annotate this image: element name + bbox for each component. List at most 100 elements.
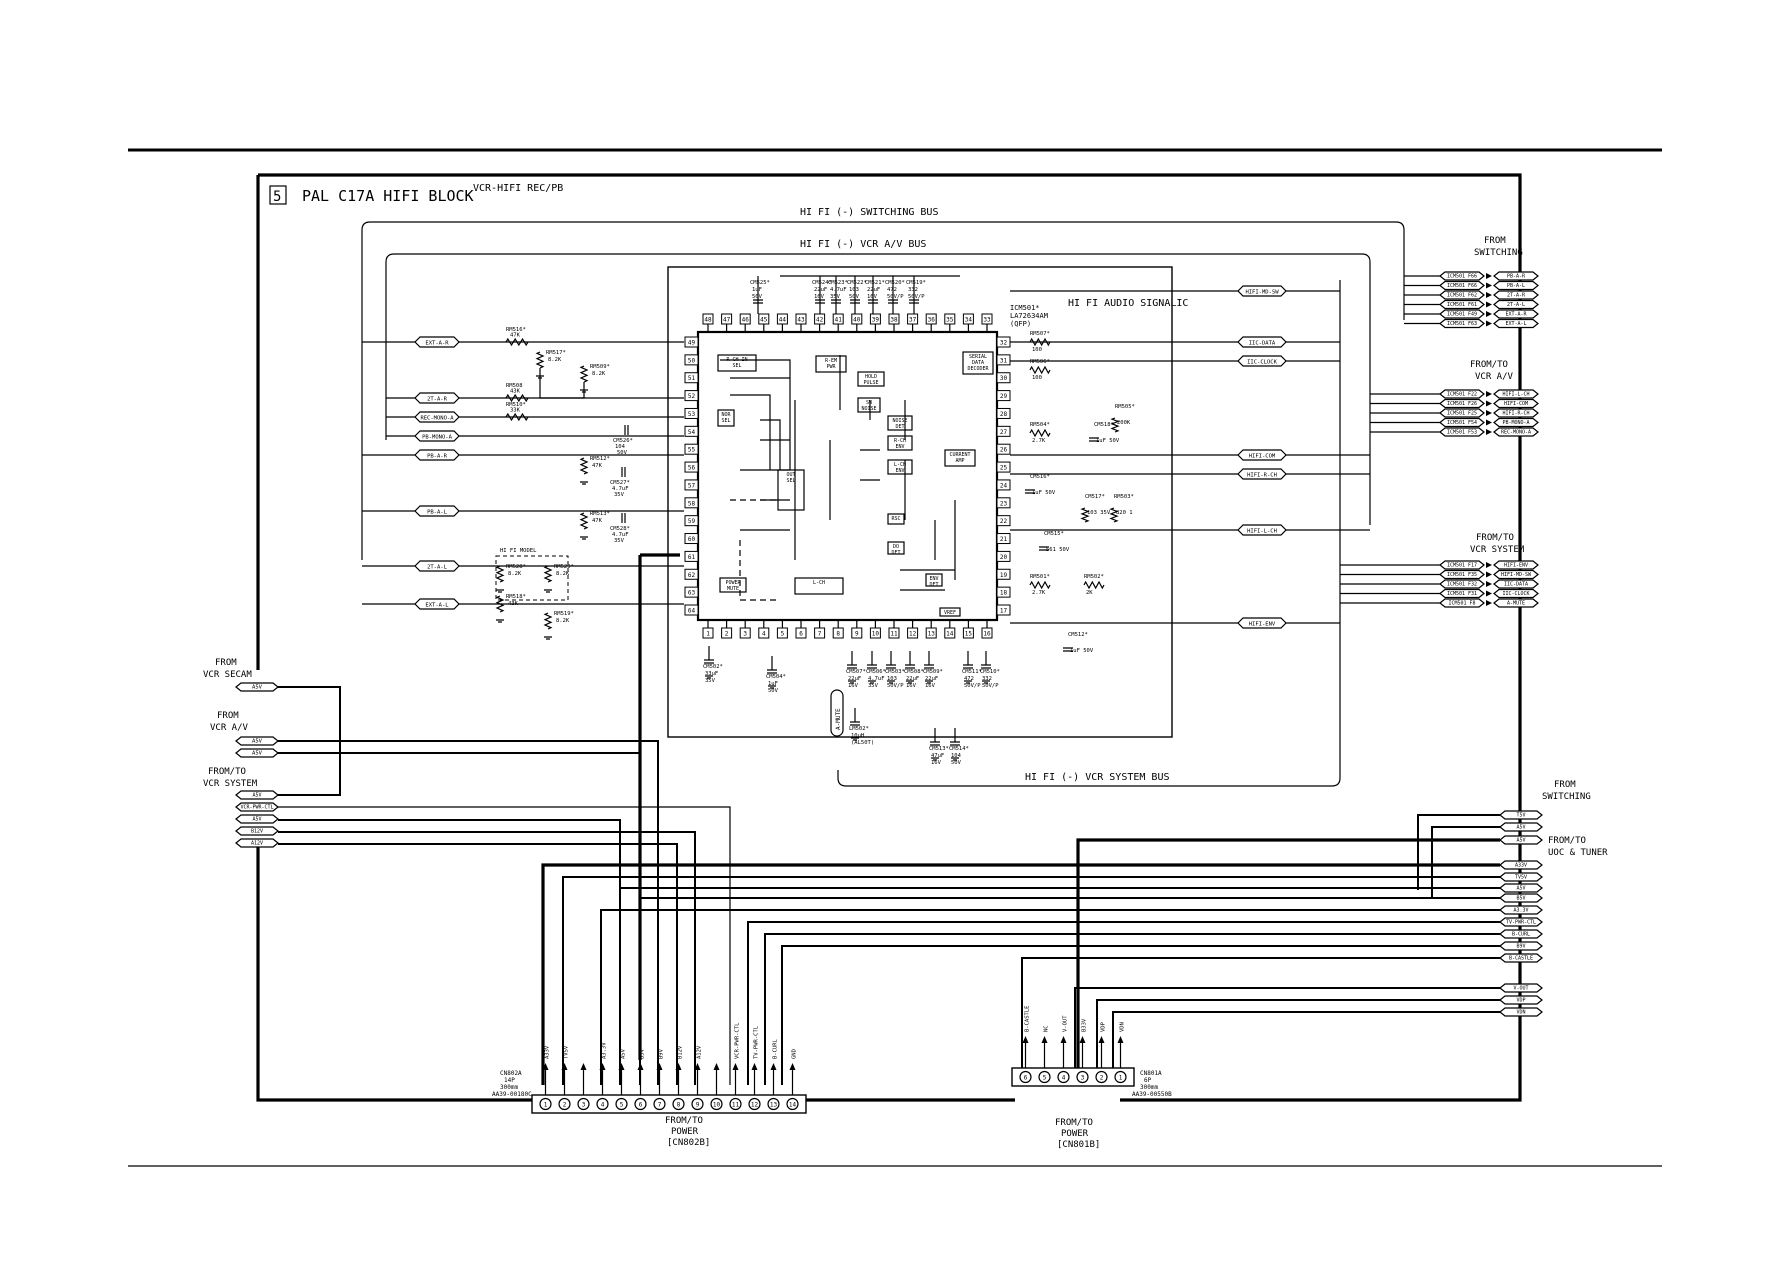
ic-pin-top-number: 44 — [779, 317, 787, 324]
switching-table-ref-tag-label: ICM501 F49 — [1447, 312, 1477, 318]
connector-pin — [1095, 1070, 1108, 1084]
connector-arrow — [599, 1063, 606, 1070]
system-table-ref-tag-label: ICM501 F31 — [1447, 591, 1477, 597]
ic-pin-left-number: 50 — [688, 357, 696, 364]
av-table-ref-tag-label: ICM501 F26 — [1447, 401, 1477, 407]
connector-arrow — [561, 1063, 568, 1070]
switching-table-ref-tag — [1439, 271, 1485, 281]
ic-pin-left-number: 63 — [688, 590, 696, 597]
cap-rating: 16V — [867, 294, 878, 300]
ground-symbol — [544, 636, 552, 640]
section-number: 5 — [273, 189, 281, 205]
capacitor-symbol — [624, 425, 629, 435]
ic-signal-label: HI FI AUDIO SIGNALIC — [1068, 298, 1188, 309]
ic-pin-bottom-number: 10 — [872, 631, 880, 638]
ic-pin-right-number: 26 — [1000, 447, 1008, 454]
ic-pin-bottom — [925, 627, 937, 639]
ic-pin-bottom-number: 12 — [909, 631, 917, 638]
ic-block — [887, 415, 913, 431]
connector-pin — [1019, 1070, 1032, 1084]
right-lower-tag — [1499, 835, 1543, 845]
ic-pin-right-number: 29 — [1000, 393, 1008, 400]
ic-pin-top — [907, 313, 919, 325]
connector-caption: FROM/TO — [1055, 1118, 1093, 1128]
av-table-ref-tag — [1439, 408, 1485, 418]
block-title: PAL C17A HIFI BLOCK — [302, 187, 474, 205]
ic-block — [887, 435, 913, 451]
ic-block-label: R-EM — [825, 358, 837, 364]
ic-pin-bottom-number: 15 — [965, 631, 973, 638]
av-table-sig-tag-label: HIFI-L-CH — [1502, 392, 1529, 398]
ic-pin-left — [684, 604, 699, 616]
right-lower-tag — [1499, 905, 1543, 915]
switching-table-sig-tag-label: PB-A-R — [1507, 274, 1526, 280]
capacitor-symbol — [886, 664, 896, 669]
ic-pin-bottom-number: 4 — [762, 631, 766, 638]
capacitor-symbol — [981, 664, 991, 669]
switching-table-sig-tag-label: 2T-A-R — [1507, 293, 1526, 299]
ic-pin-right-number: 30 — [1000, 375, 1008, 382]
ic-block-label: POWER — [725, 580, 741, 586]
ic-pin-left-number: 61 — [688, 554, 696, 561]
ic-pin-bottom-number: 16 — [983, 631, 991, 638]
ic-pin-left-number: 62 — [688, 572, 696, 579]
resistor-symbol — [543, 565, 553, 583]
cap-ref: CM510* — [980, 669, 1000, 675]
ic-block-label: CURRENT — [949, 452, 970, 458]
left-signal-tag-label: PB-A-L — [427, 510, 448, 516]
connector-label: B5V — [640, 1048, 646, 1059]
cap-ref: CM524* — [812, 280, 832, 286]
cap-value: 103 — [887, 676, 897, 682]
component-value: 1uF 50V — [1096, 438, 1120, 444]
ic-pin-left — [684, 425, 699, 437]
resistor-symbol — [505, 412, 529, 422]
ic-pin-left — [684, 568, 699, 580]
switching-table-sig-tag — [1493, 309, 1539, 319]
left-signal-tag-label: PB-A-R — [427, 454, 448, 460]
left-components: RM516*47KRM517*8.2KRM509*8.2KRM50843KRM5… — [495, 327, 633, 640]
ic-pin-right-number: 27 — [1000, 429, 1008, 436]
connector-caption-ref: [CN802B] — [667, 1138, 710, 1148]
left-signal-tag — [414, 598, 460, 610]
switching-table-ref-tag-label: ICM501 F66 — [1447, 274, 1477, 280]
ic-block — [815, 355, 847, 373]
ground-symbol — [768, 685, 776, 689]
cap-value: 104 — [951, 753, 962, 759]
left-signal-tag-label: PB-MONO-A — [422, 435, 452, 441]
ic-pin-bottom — [814, 627, 826, 639]
connector-pin-number: 2 — [563, 1102, 567, 1109]
cap-ref: CM511* — [962, 669, 982, 675]
system-table-arrow — [1486, 590, 1492, 597]
ic-block-label: L-CH — [813, 580, 825, 586]
switching-table-sig-tag — [1493, 280, 1539, 291]
ic-pin-top-number: 39 — [872, 317, 880, 324]
av-table-ref-tag — [1439, 427, 1485, 437]
right-lower-tag — [1499, 883, 1543, 893]
connector-pin-number: 5 — [1043, 1075, 1047, 1082]
av-table-ref-tag-label: ICM501 F54 — [1447, 420, 1477, 426]
ic-pin-right-number: 28 — [1000, 411, 1008, 418]
left-signal-tag-label: EXT-A-L — [425, 603, 449, 609]
ic-pin-top-number: 37 — [909, 317, 917, 324]
connector-pin — [729, 1097, 742, 1111]
ic-pin-bottom — [851, 627, 863, 639]
ic-pin-bottom — [702, 627, 714, 639]
ic-pin-right-number: 23 — [1000, 500, 1008, 507]
connector-label: TV-PWR-CTL — [754, 1025, 760, 1059]
connector-label: A33V — [545, 1045, 551, 1059]
component-ref: RM519* — [554, 611, 574, 617]
ic-pin-left — [684, 407, 699, 419]
capacitor-symbol — [850, 721, 860, 726]
ic-pin-right-number: 31 — [1000, 357, 1008, 364]
ic-pin-right — [996, 425, 1011, 437]
av-port-title: FROM — [217, 711, 239, 721]
component-ref: RM513* — [590, 511, 610, 517]
component-ref: CM518* — [1094, 422, 1114, 428]
ic-pin-right — [996, 604, 1011, 616]
ic-pin-top-number: 40 — [853, 317, 861, 324]
component-value: 2.7K — [1032, 438, 1046, 444]
system-table-ref-tag-label: ICM501 F17 — [1447, 563, 1477, 569]
ic-block-label: DECODER — [967, 366, 989, 372]
ic-block — [777, 469, 805, 511]
